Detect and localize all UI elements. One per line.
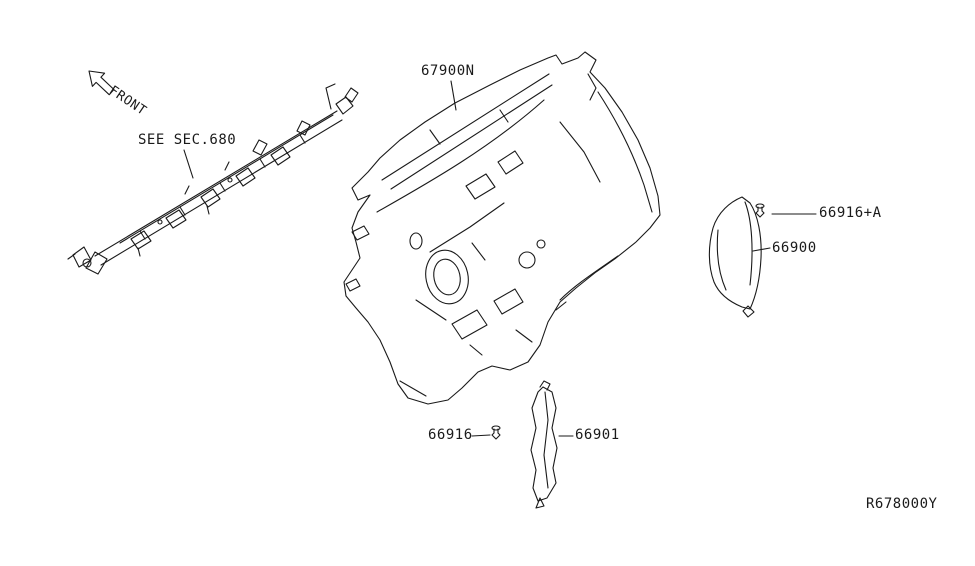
front-arrow-icon	[88, 70, 115, 96]
part-label-66900: 66900	[772, 240, 817, 256]
drawing-reference-code: R678000Y	[866, 496, 938, 512]
cross-member-drawing	[67, 83, 359, 275]
part-label-66916a: 66916+A	[819, 205, 882, 221]
section-reference-label: SEE SEC.680	[138, 132, 237, 148]
side-finisher-drawing	[708, 196, 762, 318]
leader-lines	[183, 80, 817, 437]
clip-66916-icon	[491, 425, 501, 440]
part-label-66916: 66916	[428, 427, 473, 443]
part-label-67900n: 67900N	[421, 63, 475, 79]
clip-66916a-icon	[755, 203, 765, 218]
dash-insulator-drawing	[343, 51, 661, 405]
part-label-66901: 66901	[575, 427, 620, 443]
lower-finisher-drawing	[530, 380, 558, 509]
